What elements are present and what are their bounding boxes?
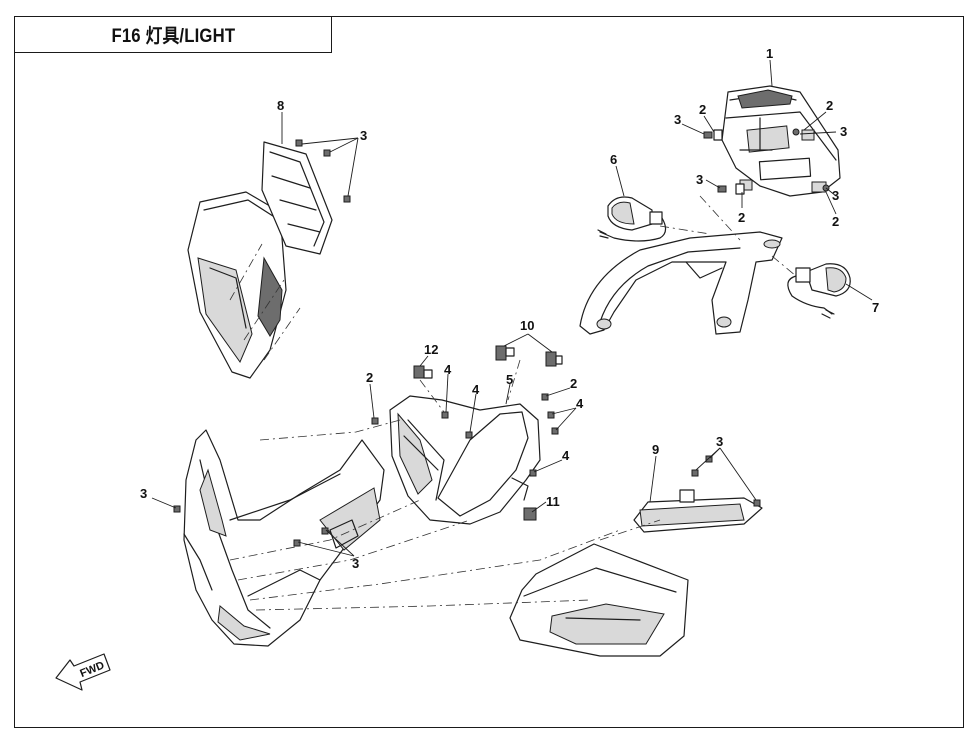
callout-5: 5 <box>506 372 513 387</box>
rear-bracket <box>579 231 783 335</box>
windscreen-frame <box>389 395 541 525</box>
leader-lines <box>151 59 873 557</box>
callout-12: 12 <box>424 342 438 357</box>
callout-2: 2 <box>826 98 833 113</box>
position-lamp <box>633 489 763 533</box>
front-fairing <box>183 429 385 647</box>
callout-3: 3 <box>832 188 839 203</box>
callout-numbers: 1 2 2 2 2 2 2 3 3 3 3 3 3 3 3 4 4 4 4 5 … <box>140 46 879 571</box>
title-block: F16 灯具/LIGHT <box>14 16 332 53</box>
position-lamp-fasteners <box>691 455 761 507</box>
callout-9: 9 <box>652 442 659 457</box>
callout-7: 7 <box>872 300 879 315</box>
callout-4: 4 <box>562 448 570 463</box>
headlight-assembly <box>187 141 333 379</box>
callout-4: 4 <box>444 362 452 377</box>
page-title: F16 灯具/LIGHT <box>111 26 235 47</box>
callout-8: 8 <box>277 98 284 113</box>
callout-1: 1 <box>766 46 773 61</box>
callout-3: 3 <box>840 124 847 139</box>
callout-3: 3 <box>140 486 147 501</box>
rear-right-turn-signal <box>787 263 851 319</box>
fwd-direction-arrow: FWD <box>55 653 111 691</box>
callout-3: 3 <box>696 172 703 187</box>
callout-4: 4 <box>576 396 584 411</box>
callout-3: 3 <box>360 128 367 143</box>
callout-11: 11 <box>546 494 560 509</box>
lower-cover-panel <box>509 543 689 657</box>
tail-light-assembly <box>721 85 841 197</box>
center-fasteners <box>173 345 563 547</box>
callout-2: 2 <box>738 210 745 225</box>
callout-3: 3 <box>352 556 359 571</box>
drawing-frame <box>14 16 964 728</box>
callout-2: 2 <box>699 102 706 117</box>
callout-6: 6 <box>610 152 617 167</box>
assembly-guide-lines <box>229 195 797 611</box>
callout-4: 4 <box>472 382 480 397</box>
callout-10: 10 <box>520 318 534 333</box>
headlight-fasteners <box>295 139 351 203</box>
callout-2: 2 <box>832 214 839 229</box>
callout-3: 3 <box>716 434 723 449</box>
callout-2: 2 <box>366 370 373 385</box>
callout-2: 2 <box>570 376 577 391</box>
rear-left-turn-signal <box>597 196 667 242</box>
callout-3: 3 <box>674 112 681 127</box>
